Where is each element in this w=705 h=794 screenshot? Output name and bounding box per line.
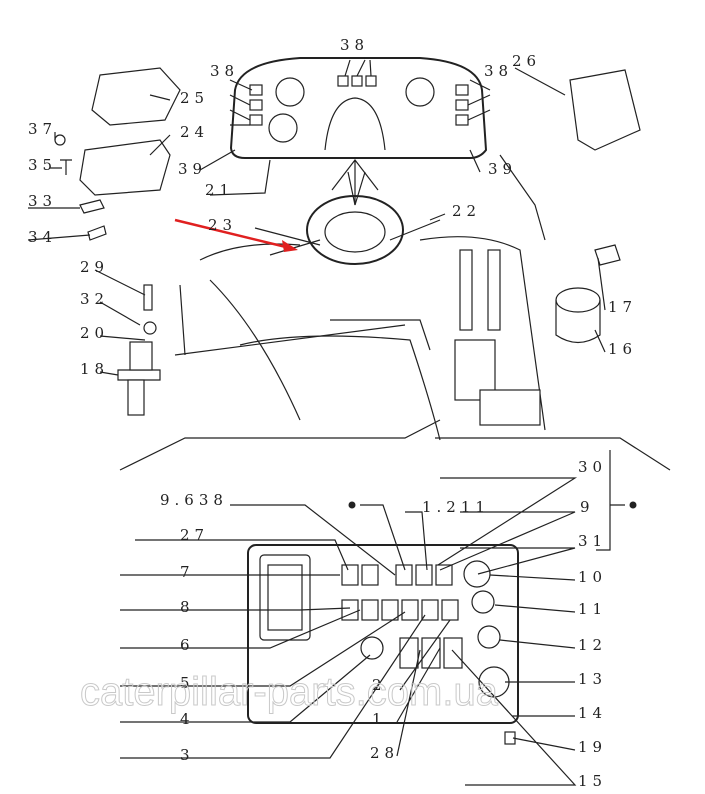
red-arrow-head-icon <box>282 240 298 252</box>
callout-label: 3 <box>180 746 195 764</box>
switch-panel <box>247 544 519 745</box>
callout-label: 26 <box>512 52 541 70</box>
callout-label: 19 <box>578 738 607 756</box>
callout-label: 31 <box>578 532 607 550</box>
callout-label: 14 <box>578 704 607 722</box>
callout-label: 10 <box>578 568 607 586</box>
callout-label: 9.638 <box>160 491 228 509</box>
callout-label: 16 <box>608 340 637 358</box>
callout-label: 11 <box>578 600 607 618</box>
callout-label: 24 <box>180 123 209 141</box>
right-parts <box>555 69 641 344</box>
watermark: caterpillar-parts.com.ua <box>80 670 499 714</box>
callout-label: 15 <box>578 772 607 790</box>
callout-label: 27 <box>180 526 209 544</box>
callout-label: 37 <box>28 120 57 138</box>
callout-label: 9 <box>580 498 595 516</box>
callout-label: 1 <box>372 710 387 728</box>
left-parts <box>54 67 181 416</box>
instrument-cluster <box>229 57 488 159</box>
callout-label: 6 <box>180 636 195 654</box>
callout-label: 23 <box>208 216 237 234</box>
leader-lines <box>27 59 637 786</box>
callout-label: 21 <box>205 181 234 199</box>
callout-label: 22 <box>452 202 481 220</box>
callout-label: 28 <box>370 744 399 762</box>
callout-label: 2 <box>372 676 387 694</box>
callout-label: 7 <box>180 563 195 581</box>
callout-label: 13 <box>578 670 607 688</box>
callout-label: 32 <box>80 290 109 308</box>
callout-label: 25 <box>180 89 209 107</box>
callout-label: 39 <box>488 160 517 178</box>
callout-label: 30 <box>578 458 607 476</box>
callout-label: 29 <box>80 258 109 276</box>
callout-label: 1.211 <box>422 498 490 516</box>
callout-labels: 38 38 38 26 25 24 37 35 33 34 39 21 39 2… <box>28 36 637 790</box>
callout-label: 34 <box>28 228 57 246</box>
callout-label: 18 <box>80 360 109 378</box>
callout-label: 5 <box>180 674 195 692</box>
red-arrow-line <box>174 218 291 250</box>
callout-label: 17 <box>608 298 637 316</box>
callout-label: 8 <box>180 598 195 616</box>
callout-label: 35 <box>28 156 57 174</box>
callout-label: 33 <box>28 192 57 210</box>
callout-label: 38 <box>340 36 369 54</box>
callout-label: 38 <box>484 62 513 80</box>
callout-label: 38 <box>210 62 239 80</box>
cab-outline <box>119 154 671 471</box>
callout-label: 12 <box>578 636 607 654</box>
callout-label: 39 <box>178 160 207 178</box>
callout-label: 4 <box>180 710 195 728</box>
callout-label: 20 <box>80 324 109 342</box>
